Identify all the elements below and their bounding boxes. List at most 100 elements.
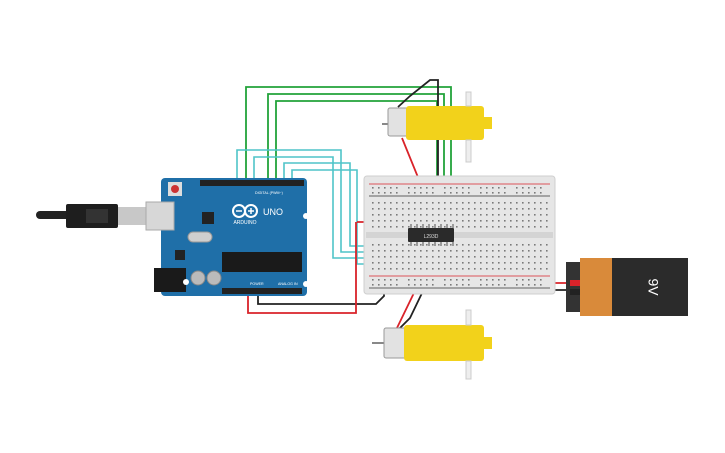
breadboard-hole xyxy=(384,244,386,246)
breadboard-hole xyxy=(390,226,392,228)
breadboard-hole xyxy=(492,208,494,210)
breadboard-hole xyxy=(384,250,386,252)
breadboard-hole xyxy=(528,268,530,270)
breadboard-hole xyxy=(444,244,446,246)
breadboard-hole xyxy=(492,284,494,286)
motor-top[interactable] xyxy=(382,91,492,163)
breadboard-hole xyxy=(426,202,428,204)
breadboard-hole xyxy=(438,214,440,216)
breadboard-hole xyxy=(534,244,536,246)
green-wire-2[interactable] xyxy=(267,93,445,205)
breadboard-hole xyxy=(474,202,476,204)
axle-bottom xyxy=(465,360,472,380)
breadboard-hole xyxy=(372,279,374,281)
digital-header xyxy=(200,180,304,186)
breadboard-hole xyxy=(462,262,464,264)
breadboard-hole xyxy=(540,208,542,210)
breadboard-hole xyxy=(372,226,374,228)
usb-port xyxy=(145,201,175,231)
breadboard-hole xyxy=(426,220,428,222)
breadboard-hole xyxy=(456,256,458,258)
breadboard-hole xyxy=(420,214,422,216)
breadboard-hole xyxy=(450,244,452,246)
battery-9v[interactable]: 9V xyxy=(566,258,688,316)
breadboard-hole xyxy=(498,279,500,281)
breadboard-hole xyxy=(540,268,542,270)
breadboard-hole xyxy=(432,214,434,216)
breadboard-hole xyxy=(378,208,380,210)
breadboard-hole xyxy=(480,220,482,222)
breadboard-hole xyxy=(456,220,458,222)
breadboard-hole xyxy=(540,187,542,189)
arduino-uno[interactable]: ARDUINO UNO DIGITAL (PWM~) POWER ANALOG … xyxy=(36,178,309,296)
mount-hole xyxy=(183,279,189,285)
breadboard-hole xyxy=(390,208,392,210)
breadboard-hole xyxy=(534,187,536,189)
digital-header-label: DIGITAL (PWM~) xyxy=(255,191,283,195)
breadboard-hole xyxy=(504,244,506,246)
breadboard-hole xyxy=(480,202,482,204)
breadboard-hole xyxy=(540,244,542,246)
breadboard[interactable] xyxy=(363,175,556,295)
breadboard-hole xyxy=(384,279,386,281)
breadboard-hole xyxy=(408,187,410,189)
breadboard-hole xyxy=(396,208,398,210)
breadboard-hole xyxy=(516,208,518,210)
breadboard-hole xyxy=(462,220,464,222)
breadboard-hole xyxy=(522,279,524,281)
breadboard-hole xyxy=(372,256,374,258)
motor-bottom[interactable] xyxy=(372,309,492,380)
breadboard-hole xyxy=(408,284,410,286)
green-wire-1[interactable] xyxy=(245,86,452,205)
breadboard-hole xyxy=(510,208,512,210)
breadboard-hole xyxy=(468,214,470,216)
breadboard-hole xyxy=(510,244,512,246)
breadboard-hole xyxy=(384,202,386,204)
breadboard-hole xyxy=(396,214,398,216)
breadboard-hole xyxy=(426,262,428,264)
breadboard-hole xyxy=(378,220,380,222)
breadboard-hole xyxy=(528,220,530,222)
axle-top xyxy=(465,309,472,326)
breadboard-hole xyxy=(432,187,434,189)
breadboard-hole xyxy=(492,250,494,252)
breadboard-channel xyxy=(366,232,553,238)
breadboard-hole xyxy=(414,192,416,194)
breadboard-hole xyxy=(444,279,446,281)
breadboard-hole xyxy=(390,202,392,204)
breadboard-hole xyxy=(504,262,506,264)
breadboard-hole xyxy=(444,202,446,204)
green-wire-3[interactable] xyxy=(275,100,438,205)
breadboard-hole xyxy=(474,262,476,264)
l293d-chip[interactable]: L293D xyxy=(408,224,454,246)
breadboard-hole xyxy=(468,279,470,281)
breadboard-hole xyxy=(534,262,536,264)
breadboard-hole xyxy=(402,220,404,222)
breadboard-hole xyxy=(498,256,500,258)
breadboard-hole xyxy=(432,250,434,252)
breadboard-hole xyxy=(534,226,536,228)
breadboard-hole xyxy=(426,208,428,210)
breadboard-hole xyxy=(450,187,452,189)
breadboard-hole xyxy=(438,226,440,228)
breadboard-hole xyxy=(408,226,410,228)
breadboard-hole xyxy=(516,192,518,194)
breadboard-hole xyxy=(498,244,500,246)
breadboard-hole xyxy=(456,262,458,264)
breadboard-hole xyxy=(378,262,380,264)
breadboard-hole xyxy=(378,256,380,258)
breadboard-hole xyxy=(456,284,458,286)
breadboard-hole xyxy=(480,208,482,210)
breadboard-hole xyxy=(402,226,404,228)
gearbox-tip xyxy=(484,337,492,349)
breadboard-hole xyxy=(426,284,428,286)
breadboard-hole xyxy=(462,187,464,189)
red-wire-5v[interactable] xyxy=(247,222,357,314)
breadboard-hole xyxy=(450,256,452,258)
breadboard-hole xyxy=(408,192,410,194)
breadboard-hole xyxy=(414,284,416,286)
breadboard-hole xyxy=(396,250,398,252)
breadboard-hole xyxy=(426,192,428,194)
breadboard-hole xyxy=(408,256,410,258)
breadboard-hole xyxy=(516,262,518,264)
